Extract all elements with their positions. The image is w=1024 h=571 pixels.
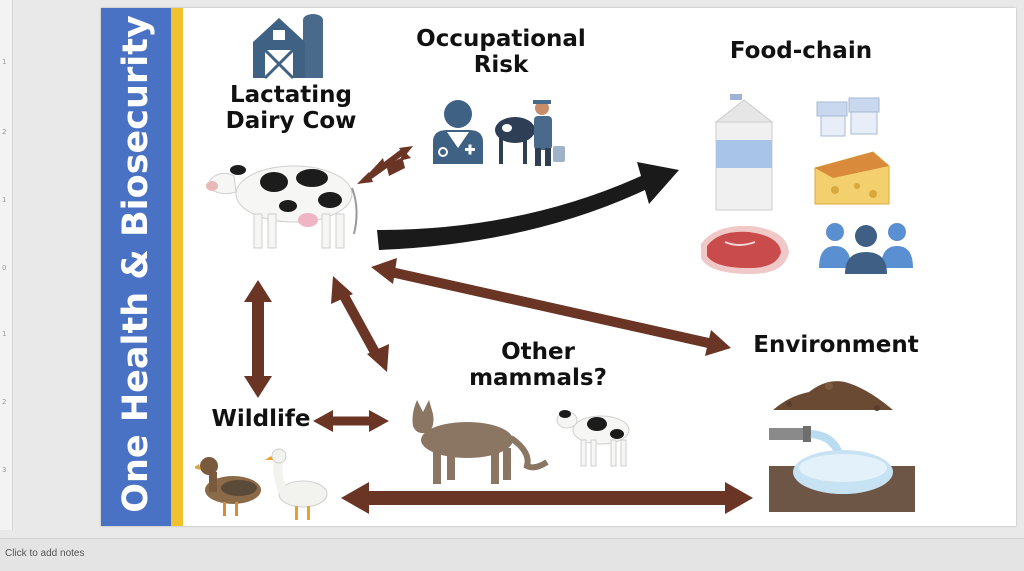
arrow-cow-wildlife (244, 280, 272, 398)
cow-icon (206, 165, 358, 249)
cheese-icon (814, 151, 890, 205)
arrow-cow-environment (371, 258, 731, 356)
label-other-mammals: Other mammals? (469, 339, 607, 392)
slide-canvas[interactable]: One Health & Biosecurity Lactating Dairy… (101, 8, 1016, 526)
calf-icon (556, 410, 630, 467)
title-sidebar (101, 8, 171, 526)
arrow-cow-other-mammals (331, 276, 389, 372)
barn-icon (253, 14, 323, 80)
label-wildlife: Wildlife (211, 406, 311, 432)
meat-steak-icon (701, 225, 789, 274)
accent-stripe (171, 8, 183, 526)
people-group-icon (819, 223, 913, 274)
arrow-cow-to-food-chain (377, 162, 679, 250)
farmer-with-cow-icon (495, 100, 565, 166)
notes-placeholder[interactable]: Click to add notes (5, 548, 85, 559)
label-occupational-risk: Occupational Risk (416, 26, 586, 79)
duck-icon (195, 457, 261, 516)
arrow-cow-occupational (357, 146, 413, 184)
yogurt-icon (816, 97, 880, 137)
milk-carton-icon (714, 94, 774, 211)
soil-pile-icon (773, 381, 893, 411)
wastewater-pipe-icon (769, 426, 915, 512)
goose-icon (265, 448, 328, 520)
label-dairy-cow: Lactating Dairy Cow (225, 82, 357, 135)
label-food-chain: Food-chain (729, 38, 873, 64)
label-environment: Environment (753, 332, 919, 358)
notes-pane[interactable]: Click to add notes (0, 538, 1024, 571)
arrow-wildlife-environment (341, 482, 753, 514)
doctor-icon (433, 100, 483, 164)
cat-icon (412, 400, 549, 484)
arrow-wildlife-other-mammals (313, 410, 389, 432)
